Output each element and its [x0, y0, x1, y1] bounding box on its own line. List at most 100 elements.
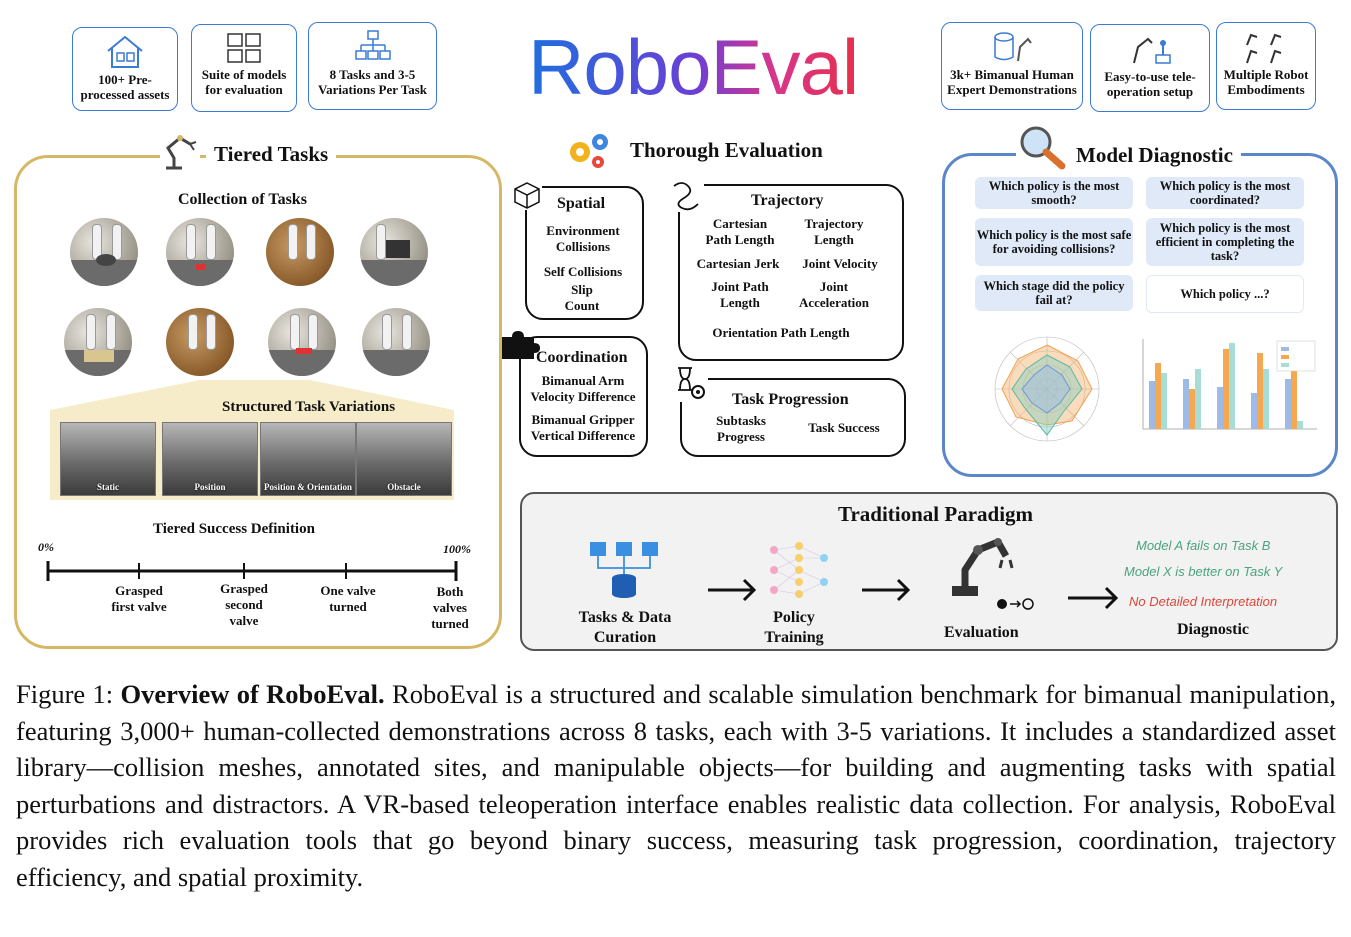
badge-teleop: Easy-to-use tele-operation setup [1090, 24, 1210, 112]
progression-title: Task Progression [732, 391, 849, 408]
metric: Joint Path Length [711, 279, 769, 310]
end-label: 100% [443, 542, 471, 556]
arrow-icon [1068, 586, 1119, 610]
task-image [266, 218, 334, 286]
progression-box [680, 378, 906, 457]
start-label: 0% [38, 540, 54, 554]
badge-embodiments-label: Multiple Robot Embodiments [1223, 67, 1309, 97]
success-title: Tiered Success Definition [153, 521, 315, 537]
metric: Bimanual Arm Velocity Difference [530, 373, 636, 404]
metric: Bimanual Gripper Vertical Difference [530, 412, 636, 443]
database-robot-icon [994, 32, 1032, 62]
trajectory-title: Trajectory [751, 192, 824, 209]
cube-icon [512, 180, 542, 210]
variation-image: Static [60, 422, 156, 496]
hourglass-gear-icon [670, 364, 708, 402]
finding-text: No Detailed Interpretation [1129, 594, 1278, 609]
hierarchy-icon [354, 30, 391, 60]
models-grid-icon [227, 33, 261, 63]
coordination-box [519, 336, 648, 457]
badge-assets-label: 100+ Pre-processed assets [80, 72, 170, 102]
spatial-title: Spatial [557, 195, 606, 212]
arrow-icon [708, 578, 757, 602]
tick-label: One valve turned [320, 583, 376, 614]
metric: Cartesian Jerk [696, 256, 780, 271]
caption-bold-lead: Overview of RoboEval. [120, 679, 385, 709]
robot-arm-evaluation-icon [952, 538, 1034, 610]
collection-title: Collection of Tasks [178, 191, 307, 208]
trajectory-box [678, 184, 904, 361]
caption-text: RoboEval is a structured and scalable si… [16, 679, 1336, 892]
question-card: Which policy is the most smooth? [975, 177, 1133, 209]
finding-text: Model X is better on Task Y [1124, 564, 1283, 579]
variation-image: Obstacle [356, 422, 452, 496]
arrow-icon [862, 578, 911, 602]
question-card: Which policy is the most coordinated? [1146, 177, 1304, 209]
task-image [64, 308, 132, 376]
joystick-robot-icon [1133, 37, 1171, 64]
badge-tasks-label: 8 Tasks and 3-5 Variations Per Task [317, 67, 428, 97]
neural-network-icon [770, 542, 828, 598]
badge-assets: 100+ Pre-processed assets [72, 27, 178, 111]
badge-demos: 3k+ Bimanual Human Expert Demonstrations [941, 22, 1083, 110]
metric: Joint Velocity [802, 256, 878, 271]
metric: Task Success [808, 420, 880, 435]
metric: Slip Count [564, 282, 600, 313]
trajectory-icon [668, 178, 704, 212]
badge-demos-label: 3k+ Bimanual Human Expert Demonstrations [947, 67, 1077, 97]
evaluation-title: Thorough Evaluation [630, 138, 823, 162]
coordination-title: Coordination [536, 349, 628, 366]
badge-embodiments: Multiple Robot Embodiments [1216, 22, 1316, 110]
traditional-title: Traditional Paradigm [838, 502, 1034, 526]
robot-arm-icon [160, 132, 200, 172]
task-image [166, 308, 234, 376]
task-image [70, 218, 138, 286]
badge-models: Suite of models for evaluation [191, 24, 297, 112]
badge-tasks: 8 Tasks and 3-5 Variations Per Task [308, 22, 437, 110]
bar-chart-thumbnail [1142, 339, 1317, 430]
task-image [166, 218, 234, 286]
step-label: Tasks & Data Curation [578, 609, 672, 646]
diagnostic-title: Model Diagnostic [1068, 143, 1241, 168]
metric: Self Collisions [543, 264, 623, 279]
metric: Trajectory Length [804, 216, 864, 247]
task-image [362, 308, 430, 376]
robots-icon [1246, 33, 1282, 64]
page-title: RoboEval [528, 23, 859, 111]
task-image [360, 218, 428, 286]
finding-text: Model A fails on Task B [1136, 538, 1271, 553]
magnifier-icon [1016, 124, 1072, 172]
metric: Cartesian Path Length [705, 216, 775, 247]
radar-chart-thumbnail [994, 336, 1100, 442]
variation-image: Position & Orientation [260, 422, 356, 496]
tiered-tasks-title: Tiered Tasks [206, 142, 337, 167]
success-timeline [46, 561, 458, 581]
question-card: Which stage did the policy fail at? [975, 275, 1133, 311]
question-card: Which policy ...? [1146, 275, 1304, 313]
figure-caption: Figure 1: Overview of RoboEval. RoboEval… [16, 676, 1336, 895]
house-icon [107, 35, 143, 68]
badge-models-label: Suite of models for evaluation [201, 67, 287, 97]
question-card: Which policy is the most efficient in co… [1146, 218, 1304, 266]
variations-title: Structured Task Variations [222, 399, 396, 415]
question-card: Which policy is the most safe for avoidi… [975, 218, 1133, 266]
badge-teleop-label: Easy-to-use tele-operation setup [1104, 69, 1196, 99]
step-label: Evaluation [944, 624, 1019, 641]
caption-label: Figure 1: [16, 679, 114, 709]
metric: Joint Acceleration [798, 279, 870, 310]
gears-icon [570, 134, 608, 168]
spatial-box [525, 186, 644, 320]
tick-label: Grasped second valve [220, 581, 268, 628]
metric: Orientation Path Length [712, 325, 850, 340]
task-image [268, 308, 336, 376]
database-icon [590, 542, 658, 598]
step-label: Diagnostic [1177, 621, 1249, 638]
traditional-panel [520, 492, 1338, 651]
tick-label: Both valves turned [431, 584, 469, 631]
tick-label: Grasped first valve [111, 583, 167, 614]
variation-image: Position [162, 422, 258, 496]
metric: Subtasks Progress [716, 413, 766, 444]
puzzle-icon [502, 331, 540, 359]
metric: Environment Collisions [546, 223, 620, 254]
step-label: Policy Training [764, 609, 824, 646]
